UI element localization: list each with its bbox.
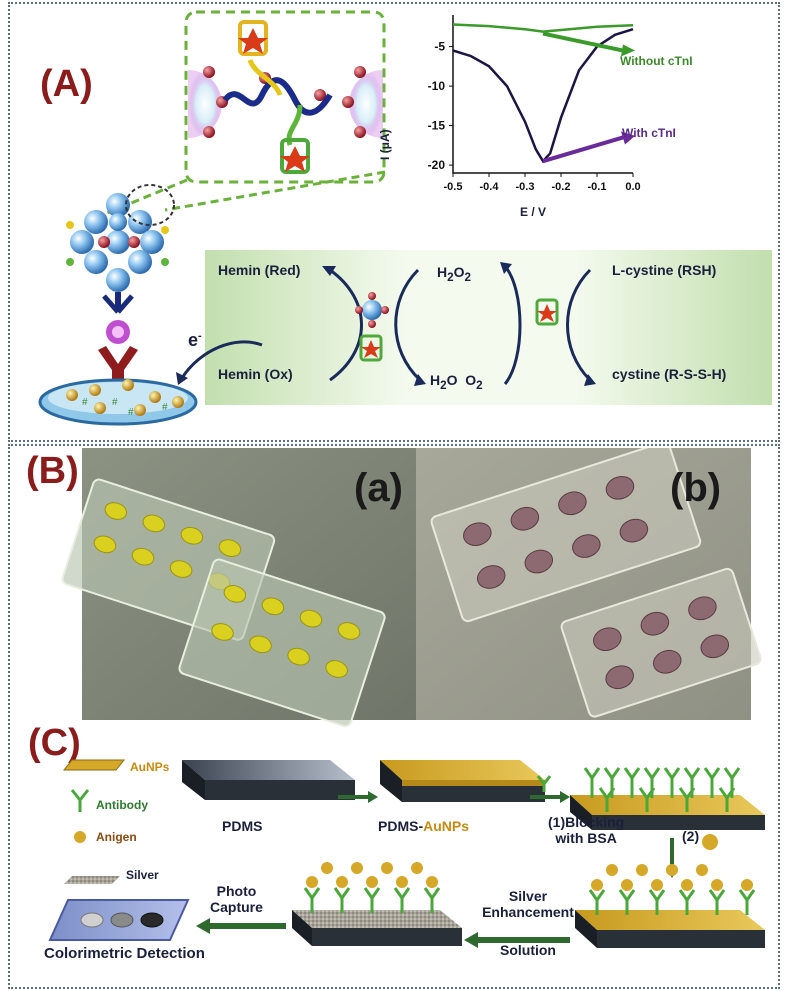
antigen-step-icon <box>702 834 718 850</box>
cv-ytick-label: -15 <box>428 119 446 133</box>
cycle-arrow-left <box>329 268 363 382</box>
legend-without-cTnI: Without cTnI <box>620 54 693 68</box>
cycle-arrow-mid2 <box>503 265 522 385</box>
antigen-legend-icon <box>74 831 86 843</box>
hemin-quadruplex-cycle-2 <box>535 298 559 326</box>
silver-enhanced-slab <box>292 862 462 946</box>
cv-xtick-label: -0.4 <box>480 181 500 193</box>
svg-text:#: # <box>128 407 134 418</box>
h2o-o2-label: H2O O2 <box>430 372 483 392</box>
hemin-quadruplex-top <box>238 20 268 56</box>
dna-strand-zoom <box>222 77 333 116</box>
silver-enhancement-label: Silver Enhancement Solution <box>482 888 574 958</box>
cv-xtick-label: -0.3 <box>516 181 535 193</box>
zoom-connector-line <box>164 170 386 212</box>
legend-with-cTnI: With cTnI <box>622 126 676 140</box>
detection-antibody <box>102 292 134 314</box>
cv-ytick-label: -10 <box>428 79 446 93</box>
antibody-legend-icon <box>70 789 90 812</box>
h2o2-label: H2O2 <box>437 264 471 284</box>
photo-panel <box>61 448 762 728</box>
cv-series-without-ctni <box>452 23 634 33</box>
photo-a-chip-2 <box>178 558 386 728</box>
panel-a-letter: (A) <box>40 63 93 105</box>
capture-antibody <box>98 346 138 388</box>
nanocluster-dashed-circle <box>125 184 175 226</box>
cv-xtick-label: -0.2 <box>552 181 571 193</box>
panel-a <box>8 2 780 442</box>
photo-a-letter: (a) <box>354 466 403 510</box>
reaction-cycle-background <box>205 250 772 405</box>
cv-legend-arrowhead-without <box>621 44 635 57</box>
catalyst-nanoparticle-icon <box>355 292 389 328</box>
legend-silver-label: Silver <box>126 868 159 882</box>
half-sphere-right <box>349 70 383 138</box>
hemin-quadruplex-cycle-1 <box>359 334 383 362</box>
cv-xlabel: E / V <box>520 205 547 219</box>
legend-antibody-label: Antibody <box>96 798 148 812</box>
cycle-arrow-mid <box>394 268 422 382</box>
legend-anigen-label: Anigen <box>96 830 137 844</box>
cv-axis-lines <box>452 15 633 174</box>
electrode-gold-particles: # # # # <box>66 379 184 418</box>
cv-ytick-label: -20 <box>428 158 446 172</box>
electron-label: e- <box>188 330 202 350</box>
nanocluster <box>66 193 169 292</box>
cv-legend-arrow-without <box>542 31 624 53</box>
cv-legend-arrow-with <box>542 135 624 164</box>
pdms-aunps-slab <box>380 760 545 802</box>
red-balls-zoom <box>203 66 366 138</box>
cycle-arrow-right <box>566 268 592 382</box>
cv-xtick-label: -0.5 <box>444 181 463 193</box>
cv-chart: -5 -10 -15 -20 -0.5 -0.4 -0.3 -0.2 -0.1 0.0 <box>428 15 641 193</box>
silver-legend-icon <box>64 876 120 884</box>
panel-b-letter: (B) <box>26 450 79 492</box>
svg-text:#: # <box>112 397 118 408</box>
hemin-quadruplex-bottom <box>280 138 310 174</box>
step1-label: (1)Blocking with BSA <box>548 814 625 846</box>
antibody-coated-slab <box>570 767 765 830</box>
process-diagram <box>48 759 765 948</box>
photo-a-chip-1 <box>61 478 276 641</box>
antigen-bound-slab <box>575 864 765 948</box>
cv-chart-axes: -5 -10 -15 -20 -0.5 -0.4 -0.3 -0.2 -0.1 0.0 <box>428 15 641 193</box>
panel-b-frame <box>8 444 780 989</box>
cv-legend-arrowhead-with <box>621 131 635 145</box>
svg-text:#: # <box>82 397 88 408</box>
hemin-ox-label: Hemin (Ox) <box>218 366 293 382</box>
panel-c-letter: (C) <box>28 722 81 764</box>
l-cystine-label: L-cystine (RSH) <box>612 262 717 278</box>
pdms-slab <box>182 760 355 800</box>
svg-text:#: # <box>162 402 168 413</box>
step2-label: (2) <box>682 828 700 844</box>
aunps-legend-icon <box>62 759 126 771</box>
cv-xtick-label: -0.1 <box>588 181 607 193</box>
cystine-label: cystine (R-S-S-H) <box>612 366 727 382</box>
half-sphere-left <box>188 70 222 138</box>
cv-xtick-label: 0.0 <box>625 181 640 193</box>
pdms-label: PDMS <box>222 818 263 834</box>
electron-arrow <box>180 340 263 379</box>
legend-aunps-label: AuNPs <box>130 760 170 774</box>
cv-ytick-label: -5 <box>434 40 445 54</box>
photo-b-letter: (b) <box>670 466 722 510</box>
antibody-step-icon <box>536 775 552 792</box>
photo-capture-label: Photo Capture <box>210 883 263 915</box>
photo-b-chip-1 <box>430 448 702 623</box>
pdms-aunps-label: PDMS-AuNPs <box>378 818 470 834</box>
dna-strand-zoom-2 <box>247 58 283 97</box>
hemin-red-label: Hemin (Red) <box>218 262 301 278</box>
zoom-box-illustration: # # # # <box>38 10 772 426</box>
cv-chart-series <box>452 23 635 164</box>
colorimetric-detection-label: Colorimetric Detection <box>44 945 205 962</box>
photo-b-chip-2 <box>560 567 762 718</box>
colorimetric-slide <box>48 899 190 941</box>
cv-ylabel: I (μA) <box>378 129 392 160</box>
